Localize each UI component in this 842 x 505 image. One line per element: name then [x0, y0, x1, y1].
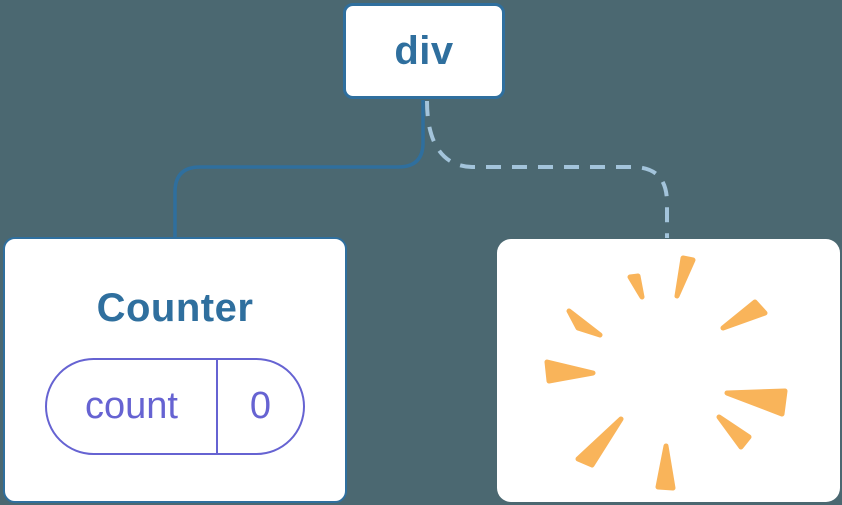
- state-pill: count 0: [45, 358, 305, 455]
- state-value-label: 0: [249, 385, 272, 427]
- tree-node-counter: Counter count 0: [3, 237, 347, 503]
- tree-node-div: div: [343, 3, 505, 99]
- counter-component-name: Counter: [96, 286, 254, 330]
- dashed-edge-root-to-removed: [425, 100, 669, 238]
- poof-burst-icon: [544, 255, 788, 491]
- state-value-cell: 0: [218, 360, 303, 453]
- state-key-label: count: [85, 385, 178, 427]
- state-key-cell: count: [47, 360, 218, 453]
- div-node-label: div: [394, 28, 454, 73]
- tree-node-removed: [497, 239, 840, 502]
- burst-rays: [544, 255, 788, 491]
- solid-edge-root-to-counter: [173, 100, 425, 238]
